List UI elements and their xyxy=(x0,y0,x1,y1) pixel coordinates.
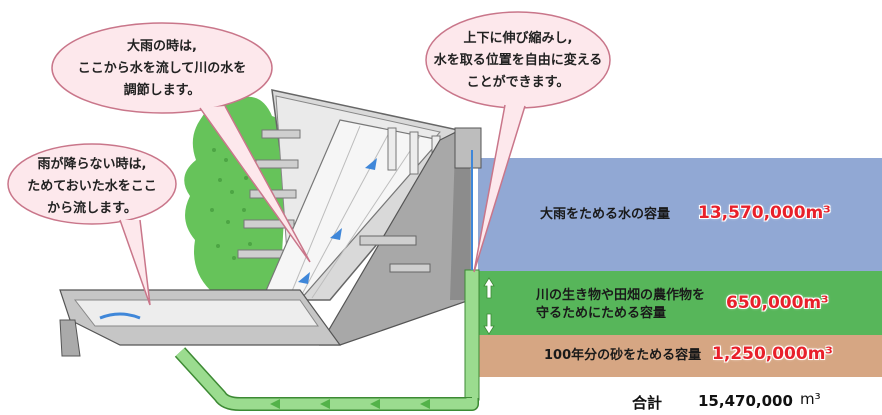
callout-line: ことができます。 xyxy=(466,75,570,90)
callout-top-center-bubble xyxy=(51,22,273,114)
trees xyxy=(184,96,289,290)
ecology-capacity-value: 650,000m³ xyxy=(726,293,829,313)
callout-line: 水を取る位置を自由に変える xyxy=(433,53,603,68)
sediment-capacity-layer xyxy=(478,335,882,377)
bottom-conduit xyxy=(174,347,479,411)
callout-top-center: 大雨の時は, ここから水を流して川の水を 調節します。 xyxy=(62,36,262,102)
callout-line: 上下に伸び縮みし, xyxy=(463,31,573,46)
callout-line: ここから水を流して川の水を xyxy=(77,61,247,76)
callout-line: から流します。 xyxy=(47,201,137,216)
total-label: 合計 xyxy=(632,394,663,412)
sediment-capacity-value: 1,250,000m³ xyxy=(712,344,833,364)
total-value: 15,470,000 xyxy=(698,392,793,410)
callout-line: 大雨の時は, xyxy=(127,39,197,54)
callout-line: 雨が降らない時は, xyxy=(37,157,147,172)
ecology-capacity-label-line: 川の生き物や田畑の農作物を xyxy=(536,288,706,303)
ecology-capacity-label-line: 守るためにためる容量 xyxy=(536,306,667,321)
callout-left: 雨が降らない時は, ためておいた水をここ から流します。 xyxy=(12,154,172,220)
flood-capacity-value: 13,570,000m³ xyxy=(698,203,831,223)
ecology-capacity-label: 川の生き物や田畑の農作物を 守るためにためる容量 xyxy=(536,287,705,323)
flood-capacity-label: 大雨をためる水の容量 xyxy=(540,207,671,222)
callout-left-bubble xyxy=(7,143,177,225)
sediment-capacity-label: 100年分の砂をためる容量 xyxy=(544,348,702,363)
callout-right: 上下に伸び縮みし, 水を取る位置を自由に変える ことができます。 xyxy=(428,28,608,94)
total-unit: m³ xyxy=(800,390,821,408)
callout-line: ためておいた水をここ xyxy=(27,179,157,194)
ecology-capacity-layer xyxy=(478,271,882,335)
callout-line: 調節します。 xyxy=(123,83,201,98)
callout-bubbles xyxy=(7,11,611,306)
flood-capacity-layer xyxy=(478,158,882,271)
